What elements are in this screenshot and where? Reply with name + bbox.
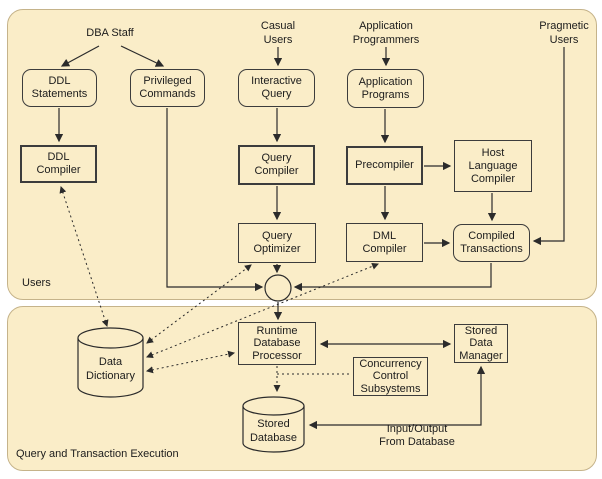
store-stored-database-label: Stored Database	[249, 418, 298, 444]
node-precompiler: Precompiler	[346, 146, 423, 185]
node-concurrency-control-subsystems: Concurrency Control Subsystems	[353, 357, 428, 396]
node-application-programs: Application Programs	[347, 69, 424, 108]
node-dml-compiler: DML Compiler	[346, 223, 423, 262]
execution-panel-label: Query and Transaction Execution	[16, 448, 179, 460]
users-panel-label: Users	[22, 277, 51, 289]
node-ddl-statements: DDL Statements	[22, 69, 97, 107]
node-ddl-compiler: DDL Compiler	[20, 145, 97, 183]
actor-casual-users: Casual Users	[260, 20, 296, 46]
store-data-dictionary-label: Data Dictionary	[86, 356, 135, 382]
node-compiled-transactions: Compiled Transactions	[453, 224, 530, 262]
node-interactive-query: Interactive Query	[238, 69, 315, 107]
actor-dba-staff: DBA Staff	[86, 27, 134, 39]
node-query-optimizer: Query Optimizer	[238, 223, 316, 263]
actor-application-programmers: Application Programmers	[352, 20, 420, 46]
io-from-database-label: Input/Output From Database	[379, 423, 455, 448]
node-stored-data-manager: Stored Data Manager	[454, 324, 508, 363]
node-host-language-compiler: Host Language Compiler	[454, 140, 532, 192]
node-runtime-database-processor: Runtime Database Processor	[238, 322, 316, 365]
node-privileged-commands: Privileged Commands	[130, 69, 205, 107]
actor-pragmetic-users: Pragmetic Users	[539, 20, 589, 46]
node-query-compiler: Query Compiler	[238, 145, 315, 185]
